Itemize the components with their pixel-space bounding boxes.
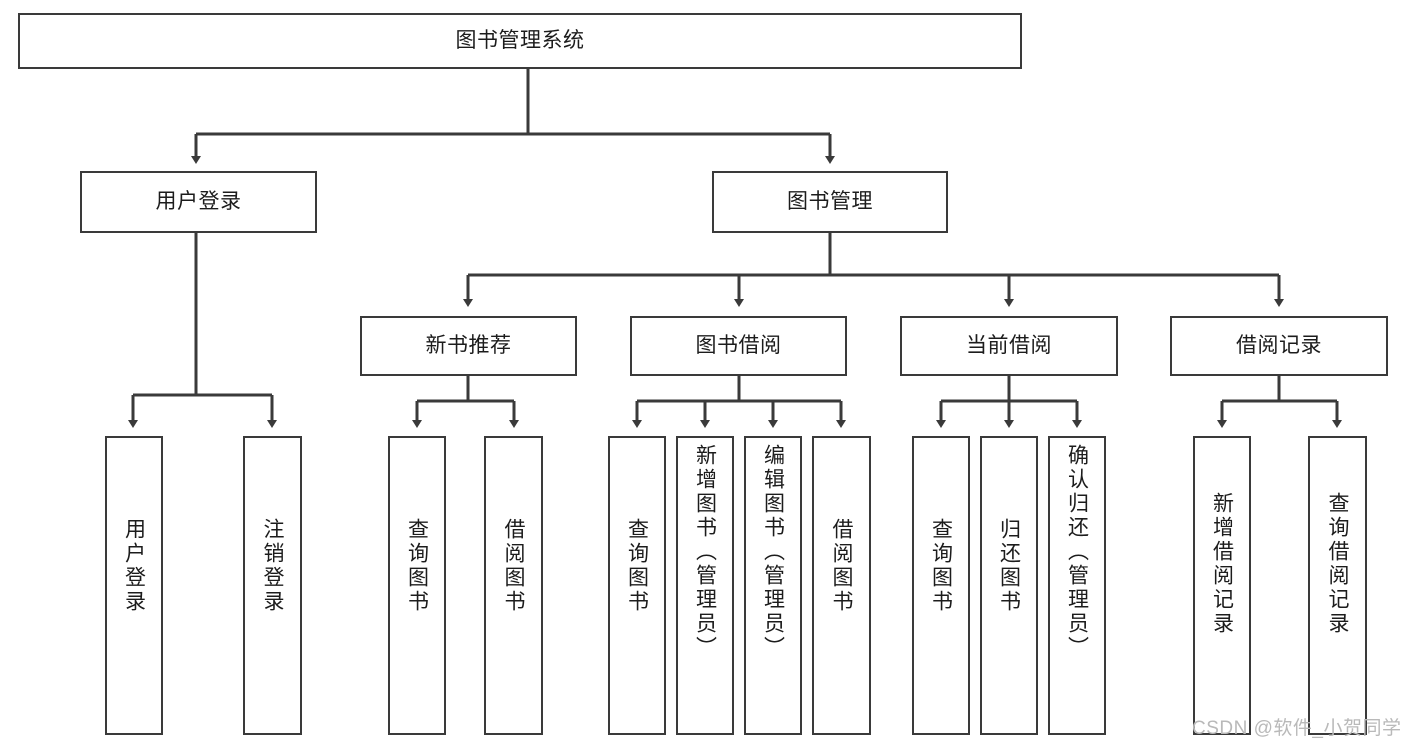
node-label: 查询图书 [929,518,953,614]
node-label: 查询借阅记录 [1326,492,1349,636]
leaf-borrow-book[interactable]: 借阅图书 [812,436,871,735]
leaf-confirm-return-admin[interactable]: 确认归还（管理员） [1048,436,1106,735]
leaf-query-borrow-record[interactable]: 查询借阅记录 [1308,436,1367,735]
node-label: 用户登录 [122,518,146,614]
node-root[interactable]: 图书管理系统 [18,13,1022,69]
node-label: 图书管理系统 [455,28,585,52]
node-label: 新增图书（管理员） [693,444,717,660]
node-book-borrow[interactable]: 图书借阅 [630,316,847,376]
leaf-borrow-book-recommend[interactable]: 借阅图书 [484,436,543,735]
node-label: 新增借阅记录 [1210,492,1234,636]
node-label: 用户登录 [155,189,242,213]
node-user-login[interactable]: 用户登录 [80,171,317,233]
node-label: 归还图书 [997,518,1021,614]
node-label: 当前借阅 [966,333,1052,357]
node-label: 借阅图书 [830,518,853,614]
leaf-return-book[interactable]: 归还图书 [980,436,1038,735]
leaf-edit-book-admin[interactable]: 编辑图书（管理员） [744,436,802,735]
node-current-borrow[interactable]: 当前借阅 [900,316,1118,376]
node-label: 借阅图书 [502,518,525,614]
node-label: 编辑图书（管理员） [761,444,785,660]
watermark: CSDN @软件_小贺同学 [1192,718,1402,739]
node-book-management[interactable]: 图书管理 [712,171,948,233]
leaf-query-book-borrow[interactable]: 查询图书 [608,436,666,735]
node-label: 新书推荐 [425,333,512,357]
node-label: 查询图书 [405,518,429,614]
node-label: 确认归还（管理员） [1065,444,1089,660]
node-label: 借阅记录 [1236,333,1322,357]
node-label: 查询图书 [625,518,649,614]
node-label: 图书管理 [787,189,873,213]
node-label: 图书借阅 [695,333,782,357]
leaf-user-login[interactable]: 用户登录 [105,436,163,735]
leaf-add-book-admin[interactable]: 新增图书（管理员） [676,436,734,735]
leaf-query-book-current[interactable]: 查询图书 [912,436,970,735]
node-new-book-recommend[interactable]: 新书推荐 [360,316,577,376]
leaf-query-book-recommend[interactable]: 查询图书 [388,436,446,735]
leaf-logout[interactable]: 注销登录 [243,436,302,735]
node-label: 注销登录 [261,518,284,614]
leaf-add-borrow-record[interactable]: 新增借阅记录 [1193,436,1251,735]
node-borrow-record[interactable]: 借阅记录 [1170,316,1388,376]
